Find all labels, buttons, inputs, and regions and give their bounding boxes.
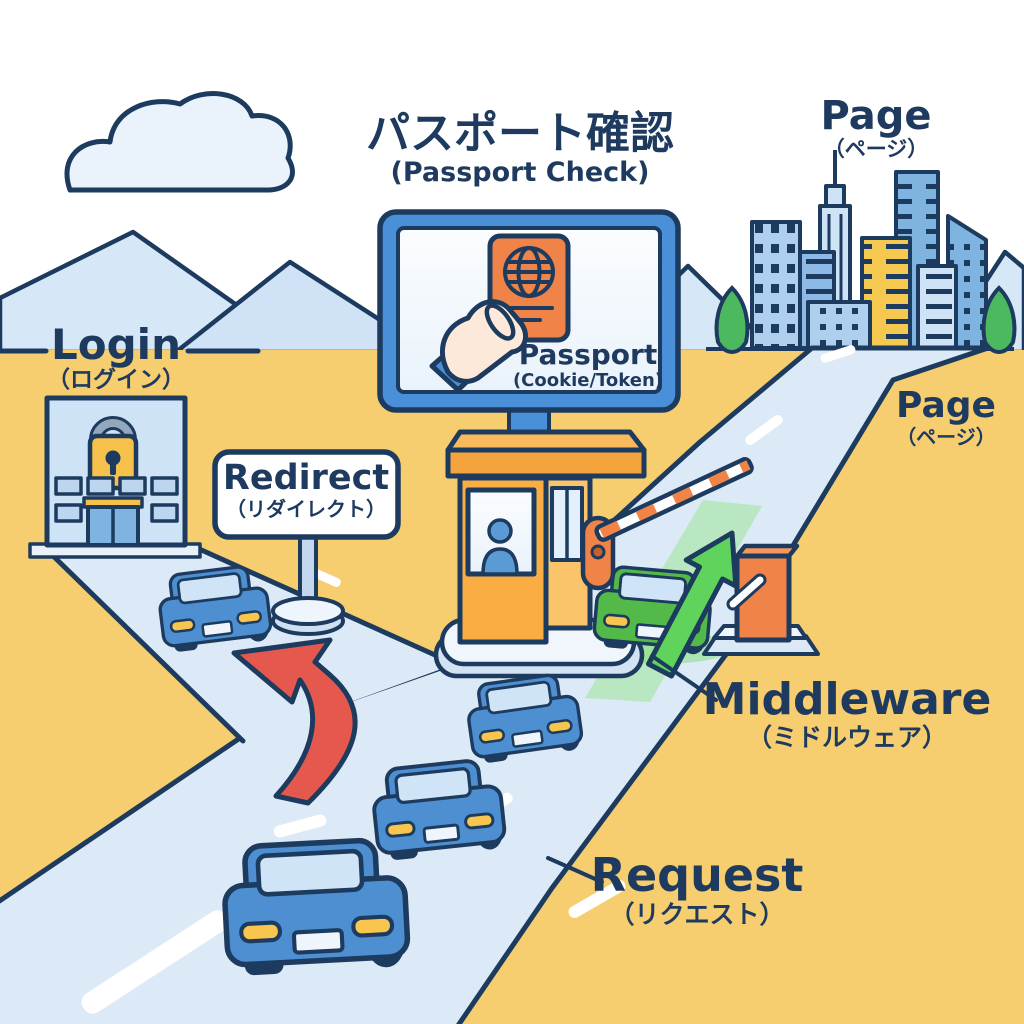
tree-icon: [714, 285, 750, 355]
request-label: Request （リクエスト）: [591, 850, 804, 928]
login-building: [28, 395, 202, 559]
hand-icon: [429, 299, 529, 393]
login-main: Login: [51, 320, 181, 369]
booth-attendant: [481, 518, 519, 576]
request-pointer-line: [546, 856, 604, 884]
toll-booth: [433, 429, 647, 679]
page-road-label: Page （ページ）: [896, 386, 996, 448]
middleware-main: Middleware: [702, 674, 992, 725]
red-arrow-icon: [231, 637, 358, 806]
title-label: パスポート確認 (Passport Check): [366, 108, 674, 189]
billboard-label: Passport (Cookie/Token): [512, 338, 664, 391]
billboard: [377, 209, 681, 440]
middleware-sub: （ミドルウェア）: [746, 723, 948, 753]
toll-machine: [702, 543, 820, 656]
barrier-icon: [580, 457, 754, 591]
billboard-sub: (Cookie/Token): [512, 369, 664, 391]
page-top-sub: （ページ）: [823, 137, 929, 161]
title-sub: (Passport Check): [390, 157, 650, 189]
login-sub: （ログイン）: [47, 367, 185, 394]
request-main: Request: [590, 848, 804, 902]
green-arrow-icon: [646, 530, 739, 679]
globe-icon: [503, 246, 555, 298]
redirect-main: Redirect: [222, 458, 390, 498]
page-top-label: Page （ページ）: [821, 94, 932, 161]
request-sub: （リクエスト）: [609, 899, 785, 929]
cloud-icon: [64, 91, 295, 193]
tree-icon: [981, 285, 1017, 355]
redirect-label: Redirect （リダイレクト）: [223, 459, 389, 520]
page-road-sub: （ページ）: [896, 424, 996, 449]
page-road-main: Page: [896, 385, 996, 426]
middleware-label: Middleware （ミドルウェア）: [702, 674, 992, 753]
pointer-lines: [546, 654, 718, 884]
middleware-pointer-line: [650, 654, 718, 702]
redirect-sign: [212, 449, 401, 636]
page-top-main: Page: [820, 93, 932, 139]
building-windows: [54, 476, 179, 523]
login-label: Login （ログイン）: [47, 320, 185, 394]
title-main: パスポート確認: [366, 108, 674, 159]
billboard-main: Passport: [518, 338, 658, 371]
lock-icon: [87, 416, 139, 491]
redirect-sub: （リダイレクト）: [226, 496, 386, 521]
